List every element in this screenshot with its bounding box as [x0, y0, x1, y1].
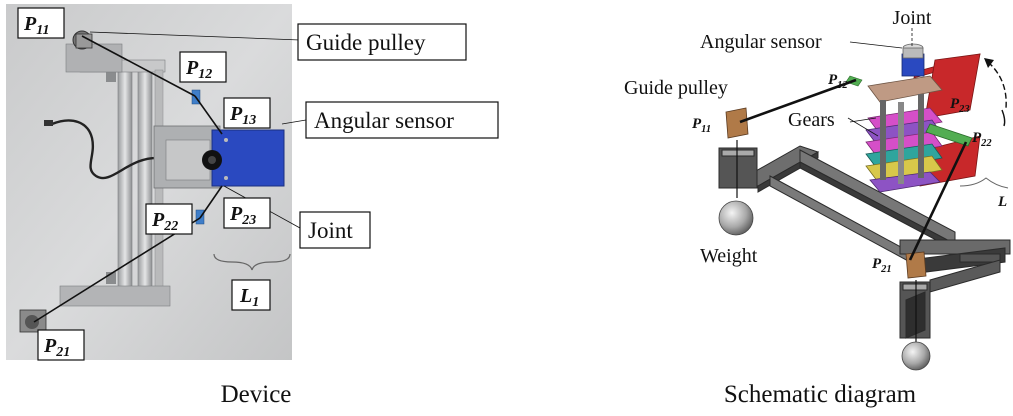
- device-photo: P11 P12 P13 P22 P23 P21 L1 Guide: [6, 4, 499, 408]
- point-label-p12: P12: [179, 51, 227, 83]
- schematic-point-p12: P12: [828, 72, 848, 91]
- schematic-point-p22: P22: [972, 130, 992, 149]
- cable-lower: [33, 217, 201, 323]
- svg-text:Joint: Joint: [308, 218, 353, 243]
- weight-lower: [901, 341, 931, 371]
- schematic-label-angular-sensor: Angular sensor: [700, 31, 822, 53]
- point-label-p13: P13: [223, 97, 271, 129]
- red-plate-upper: [924, 53, 981, 119]
- schematic-point-l: L: [997, 194, 1007, 210]
- weight-upper: [718, 200, 754, 236]
- device-caption: Device: [221, 381, 292, 408]
- label-angular-sensor: Angular sensor: [305, 101, 499, 139]
- schematic-point-p23: P23: [950, 96, 970, 115]
- label-guide-pulley: Guide pulley: [297, 23, 467, 61]
- guide-pulley-upper: [725, 107, 749, 139]
- svg-text:P22: P22: [151, 209, 178, 234]
- guide-pulley-lower: [905, 251, 927, 279]
- cable-upper: [81, 35, 196, 97]
- joint-stack: [845, 43, 981, 193]
- schematic-label-joint: Joint: [893, 7, 932, 29]
- angular-sensor-plate: [211, 129, 285, 187]
- svg-text:Guide pulley: Guide pulley: [306, 30, 426, 55]
- cable-connector: [44, 120, 53, 126]
- svg-text:P21: P21: [43, 335, 70, 360]
- string-lower: [908, 141, 968, 261]
- svg-text:P23: P23: [229, 203, 256, 228]
- point-label-p21: P21: [37, 329, 85, 361]
- l-brace: [959, 177, 1009, 189]
- schematic-label-weight: Weight: [700, 245, 758, 267]
- point-label-p11: P11: [17, 7, 65, 39]
- schematic-diagram: Joint Angular sensor Guide pulley Gears …: [624, 7, 1011, 408]
- point-label-p22: P22: [145, 203, 193, 235]
- rotation-arrow: [987, 61, 1007, 109]
- l1-brace: [213, 253, 291, 271]
- green-rod: [925, 123, 973, 147]
- sensor-cable: [51, 119, 161, 180]
- schematic-label-guide-pulley: Guide pulley: [624, 77, 728, 99]
- svg-text:L1: L1: [239, 285, 259, 310]
- svg-text:P11: P11: [23, 13, 49, 38]
- label-joint: Joint: [299, 211, 371, 249]
- point-label-l1: L1: [231, 279, 271, 311]
- joint-assembly: [153, 125, 285, 189]
- schematic-caption: Schematic diagram: [724, 381, 917, 408]
- svg-text:P13: P13: [229, 103, 256, 128]
- svg-text:Angular sensor: Angular sensor: [314, 108, 454, 133]
- point-label-p23: P23: [223, 197, 271, 229]
- svg-text:P12: P12: [185, 57, 212, 82]
- string-upper: [739, 78, 857, 124]
- frame-rails: [59, 43, 171, 307]
- schematic-label-gears: Gears: [788, 109, 835, 131]
- schematic-point-p21: P21: [872, 256, 892, 275]
- schematic-point-p11: P11: [692, 116, 711, 135]
